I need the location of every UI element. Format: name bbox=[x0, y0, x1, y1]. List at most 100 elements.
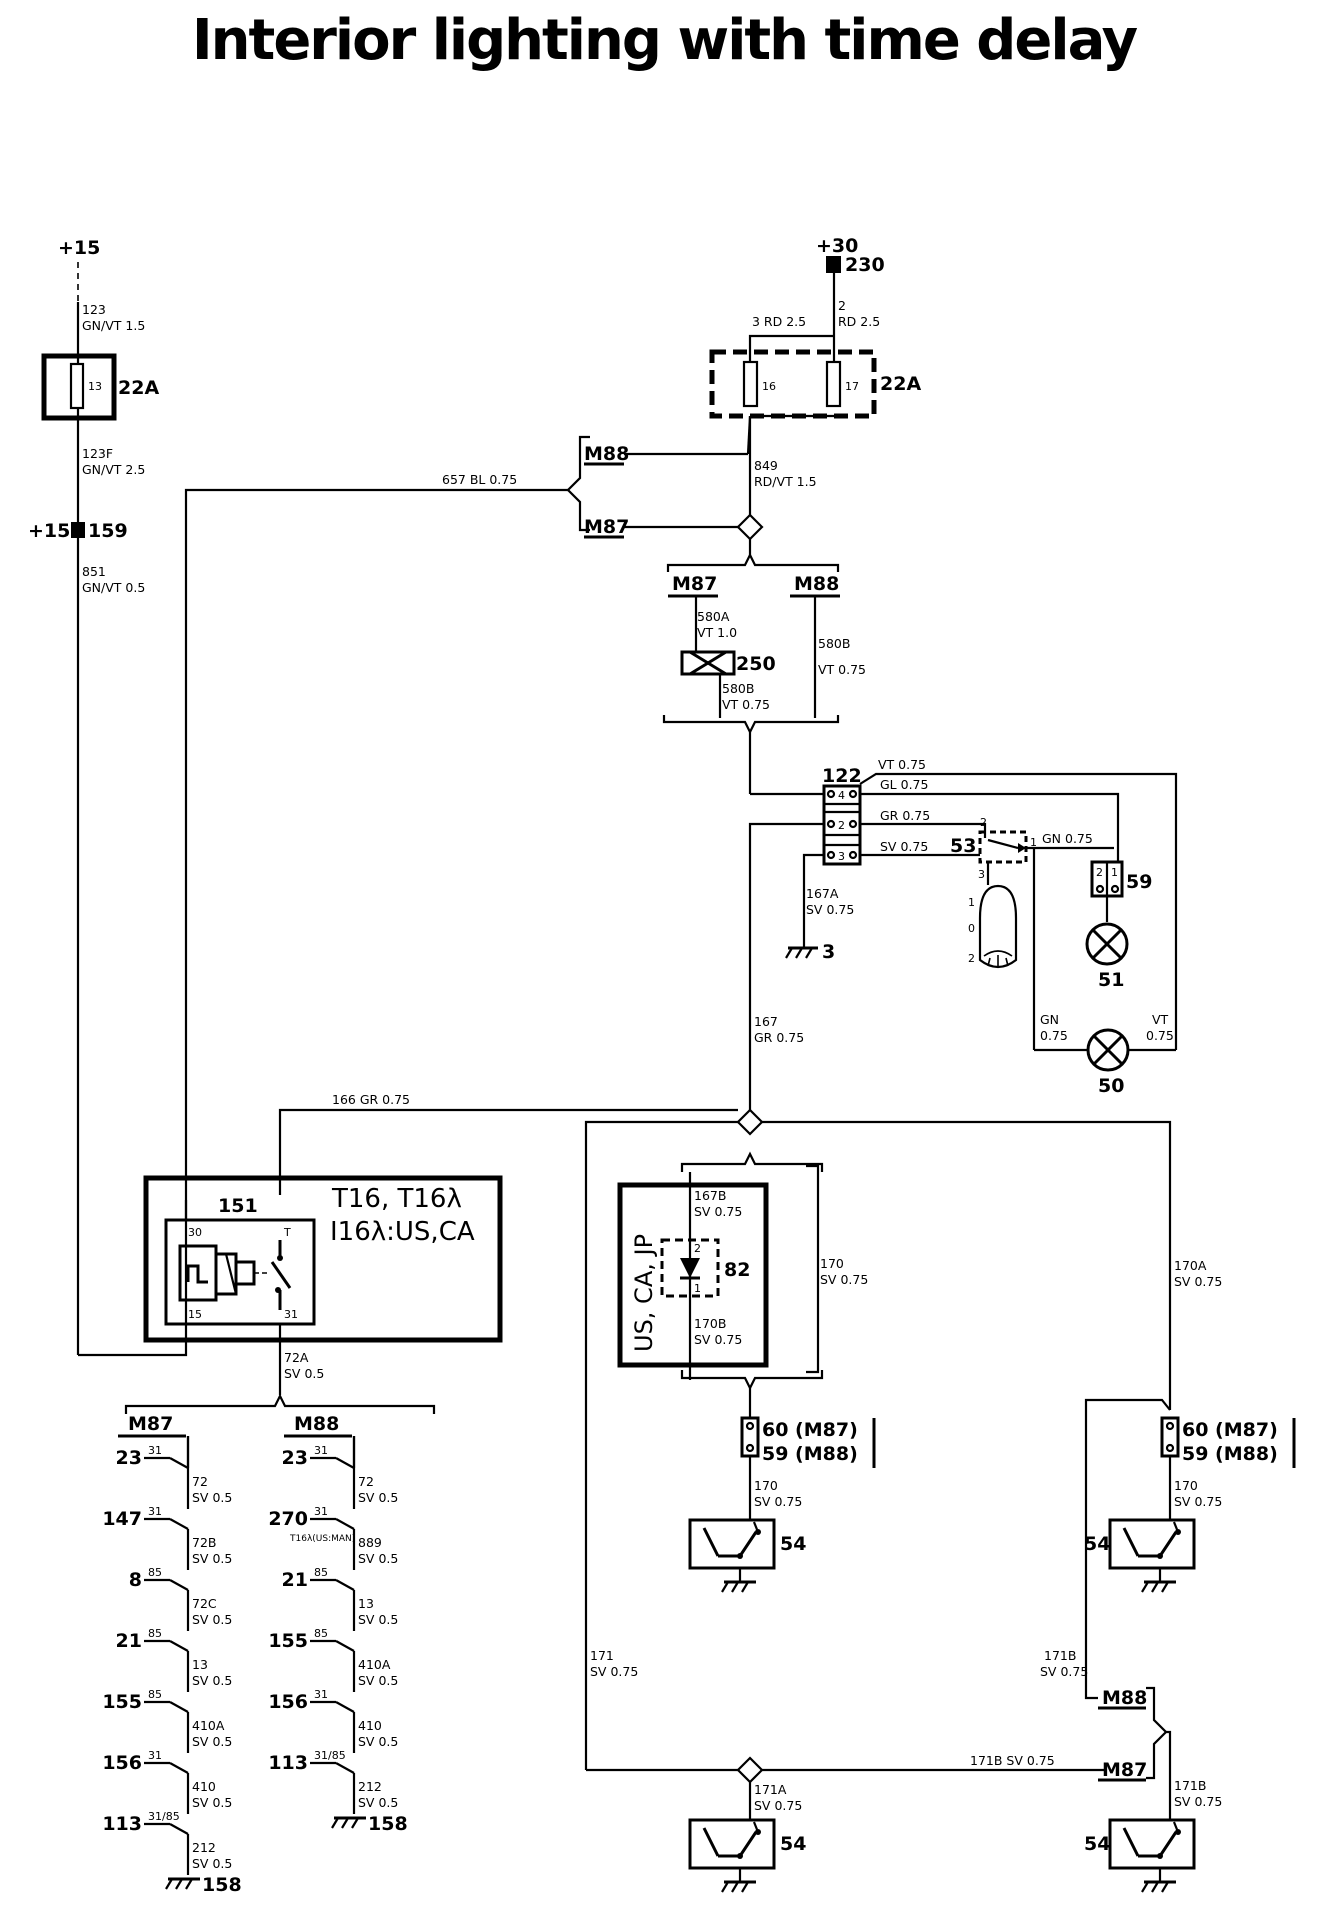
ladder-right-wire: 13 bbox=[358, 1596, 374, 1611]
ladder-right-terminal: 31/85 bbox=[314, 1749, 346, 1762]
ladder-right-terminal: 31 bbox=[314, 1688, 328, 1701]
ladder-right-wire-color: SV 0.5 bbox=[358, 1795, 398, 1810]
ladder-left-node: 21 bbox=[116, 1630, 142, 1652]
ladder-left-terminal: 85 bbox=[148, 1627, 162, 1640]
ladder-left-header: M87 bbox=[128, 1413, 173, 1435]
door-switch-54: 54 bbox=[1084, 1518, 1196, 1593]
pin-courtesy-1: 1 bbox=[968, 896, 975, 909]
wire-167-color: GR 0.75 bbox=[754, 1030, 804, 1045]
wire-167a-label: 167A bbox=[806, 886, 839, 901]
supply-plus15-label: +15 bbox=[58, 237, 100, 259]
wire-171-label: 171 bbox=[590, 1648, 614, 1663]
wire-gn50-color: 0.75 bbox=[1040, 1028, 1068, 1043]
ladder-right-wire-color: SV 0.5 bbox=[358, 1490, 398, 1505]
wire-72a-label: 72A bbox=[284, 1350, 309, 1365]
ladder-right-node: 270 bbox=[268, 1508, 308, 1530]
connector-59-mid-label: 59 (M88) bbox=[762, 1443, 858, 1465]
ladder-left-node: 8 bbox=[129, 1569, 142, 1591]
ladder-right-wire: 212 bbox=[358, 1779, 382, 1794]
ladder-left-wire: 72C bbox=[192, 1596, 217, 1611]
pin-122-2: 2 bbox=[838, 819, 845, 832]
ladder-right-note: T16λ(US:MAN) bbox=[289, 1534, 355, 1544]
connector-60-right-label: 60 (M87) bbox=[1182, 1419, 1278, 1441]
ladder-right-wire: 410A bbox=[358, 1657, 391, 1672]
wire-580b-left-color: VT 0.75 bbox=[722, 697, 770, 712]
door-switch-54-label: 54 bbox=[780, 1833, 806, 1855]
component-53-label: 53 bbox=[950, 835, 976, 857]
ladder-right-node: 23 bbox=[282, 1447, 308, 1469]
ladder-left-node: 156 bbox=[102, 1752, 142, 1774]
wire-580b-right-color: VT 0.75 bbox=[818, 662, 866, 677]
ladder-left-terminal: 31/85 bbox=[148, 1810, 180, 1823]
ladder-left-wire-color: SV 0.5 bbox=[192, 1734, 232, 1749]
marker-m88-bottom: M88 bbox=[1102, 1687, 1147, 1709]
connector-230-label: 230 bbox=[845, 254, 885, 276]
diagram-title: Interior lighting with time delay bbox=[191, 8, 1138, 73]
ladder-left-node: 23 bbox=[116, 1447, 142, 1469]
wire-167b-color: SV 0.75 bbox=[694, 1204, 742, 1219]
door-switch-54-label: 54 bbox=[780, 1533, 806, 1555]
ground-3-label: 3 bbox=[822, 941, 835, 963]
wire-580b-right-label: 580B bbox=[818, 636, 850, 651]
ladder-right-wire: 889 bbox=[358, 1535, 382, 1550]
ladder-left-node: 147 bbox=[102, 1508, 142, 1530]
marker-m87-top: M87 bbox=[584, 516, 629, 538]
ladder-right-wire-color: SV 0.5 bbox=[358, 1673, 398, 1688]
wire-171a-label: 171A bbox=[754, 1782, 787, 1797]
market-label: US, CA, JP bbox=[630, 1234, 658, 1352]
marker-m87-branch: M87 bbox=[672, 573, 717, 595]
door-switch-54: 54 bbox=[688, 1818, 806, 1893]
pin-151-30: 30 bbox=[188, 1226, 202, 1239]
ladder-left-wire-color: SV 0.5 bbox=[192, 1612, 232, 1627]
wire-167b-label: 167B bbox=[694, 1188, 726, 1203]
wire-72a-color: SV 0.5 bbox=[284, 1366, 324, 1381]
ladder-left-terminal: 85 bbox=[148, 1566, 162, 1579]
ladder-right-node: 156 bbox=[268, 1691, 308, 1713]
ladder-right-terminal: 31 bbox=[314, 1505, 328, 1518]
ladder-left-wire-color: SV 0.5 bbox=[192, 1490, 232, 1505]
ladder-left-terminal: 31 bbox=[148, 1505, 162, 1518]
ladder-left-wire: 72 bbox=[192, 1474, 208, 1489]
fuse-box-left bbox=[41, 353, 117, 421]
ladder-left-wire: 72B bbox=[192, 1535, 216, 1550]
diode-82 bbox=[660, 1238, 720, 1298]
marker-m88-branch: M88 bbox=[794, 573, 839, 595]
ladder-left-ground: 158 bbox=[202, 1874, 242, 1896]
supply-plus30-label: +30 bbox=[816, 235, 858, 257]
wire-580b-left-label: 580B bbox=[722, 681, 754, 696]
pin-53-3: 3 bbox=[978, 868, 985, 881]
splice-top bbox=[736, 513, 764, 541]
control-module-151 bbox=[143, 1175, 503, 1343]
wire-170-1-label: 170 bbox=[754, 1478, 778, 1493]
ladder-right-terminal: 85 bbox=[314, 1627, 328, 1640]
wire-851-color: GN/VT 0.5 bbox=[82, 580, 145, 595]
ladder-right-wire-color: SV 0.5 bbox=[358, 1734, 398, 1749]
wire-170b-label: 170B bbox=[694, 1316, 726, 1331]
ladder-right-node: 21 bbox=[282, 1569, 308, 1591]
splice-bottom bbox=[736, 1756, 764, 1784]
connector-60-mid-label: 60 (M87) bbox=[762, 1419, 858, 1441]
wire-851-label: 851 bbox=[82, 564, 106, 579]
wire-170-label: 170 bbox=[820, 1256, 844, 1271]
courtesy-lamp-icon bbox=[978, 884, 1018, 969]
connector-59-right-label: 59 (M88) bbox=[1182, 1443, 1278, 1465]
wire-170-2-label: 170 bbox=[1174, 1478, 1198, 1493]
module-151-label: 151 bbox=[218, 1195, 258, 1217]
pin-59-2a: 2 bbox=[1096, 866, 1103, 879]
wire-123f-label: 123F bbox=[82, 446, 113, 461]
door-switch-54-label: 54 bbox=[1084, 1533, 1110, 1555]
connector-159-label: 159 bbox=[88, 520, 128, 542]
ladder-right-node: 113 bbox=[268, 1752, 308, 1774]
connector-122-label: 122 bbox=[822, 765, 862, 787]
pin-82-1: 1 bbox=[694, 1282, 701, 1295]
wire-170b-color: SV 0.75 bbox=[694, 1332, 742, 1347]
ladder-right-terminal: 31 bbox=[314, 1444, 328, 1457]
ladder-right-header: M88 bbox=[294, 1413, 339, 1435]
ladder-left-node: 113 bbox=[102, 1813, 142, 1835]
component-250 bbox=[680, 650, 736, 676]
ladder-right-wire: 410 bbox=[358, 1718, 382, 1733]
ladder-left-wire-color: SV 0.5 bbox=[192, 1856, 232, 1871]
fuse-pin-13: 13 bbox=[88, 380, 102, 393]
fuse-pin-16: 16 bbox=[762, 380, 776, 393]
